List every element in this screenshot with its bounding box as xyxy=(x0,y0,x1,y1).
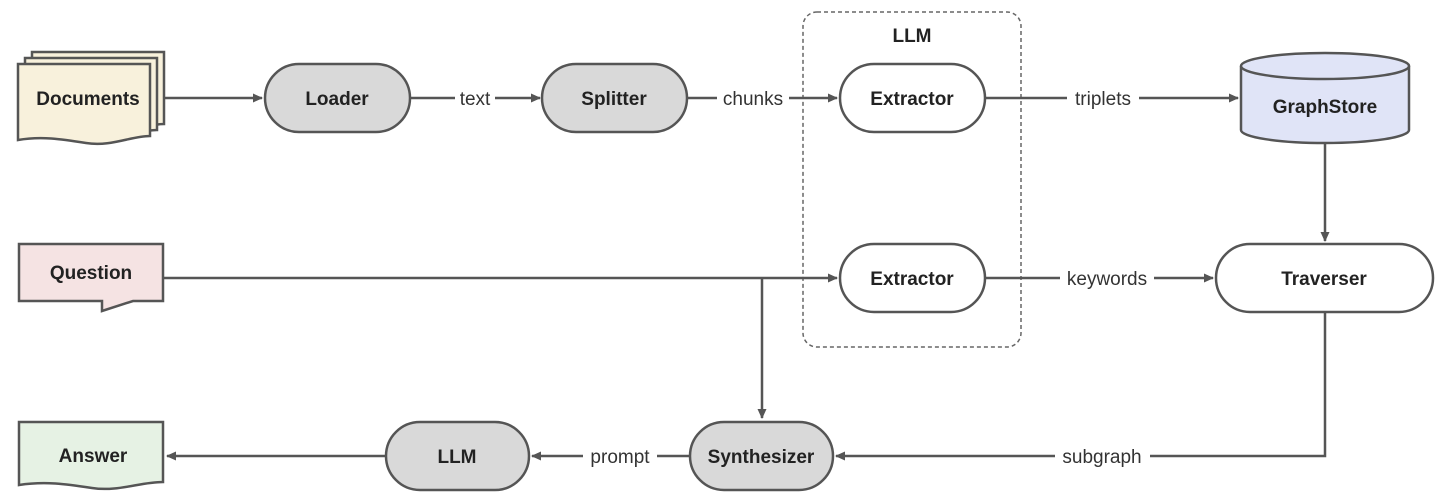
loader-node: Loader xyxy=(263,62,412,134)
graphstore-label: GraphStore xyxy=(1273,97,1378,118)
edge-traverser-synthesizer xyxy=(835,313,1327,461)
question-node: Question xyxy=(17,242,165,313)
extractor-bottom-node: Extractor xyxy=(838,242,987,314)
llm-label: LLM xyxy=(437,447,476,468)
edge-label-chunks: chunks xyxy=(723,89,783,110)
edge-label-keywords: keywords xyxy=(1067,269,1147,290)
splitter-label: Splitter xyxy=(581,89,647,110)
splitter-node: Splitter xyxy=(540,62,689,134)
answer-label: Answer xyxy=(59,446,128,467)
traverser-node: Traverser xyxy=(1214,242,1435,314)
edge-label-triplets: triplets xyxy=(1075,89,1131,110)
llm-node: LLM xyxy=(384,420,531,492)
question-label: Question xyxy=(50,263,132,284)
llm-group-label: LLM xyxy=(892,26,931,47)
extractor-top-node: Extractor xyxy=(838,62,987,134)
graphstore-node: GraphStore xyxy=(1239,51,1411,145)
extractor-top-label: Extractor xyxy=(870,89,954,110)
edge-label-subgraph: subgraph xyxy=(1062,447,1141,468)
synthesizer-label: Synthesizer xyxy=(708,447,815,468)
extractor-bottom-label: Extractor xyxy=(870,269,954,290)
documents-node: Documents xyxy=(16,50,166,146)
edge-label-prompt: prompt xyxy=(590,447,650,468)
traverser-label: Traverser xyxy=(1281,269,1367,290)
loader-label: Loader xyxy=(305,89,369,110)
documents-label: Documents xyxy=(36,89,139,110)
edge-label-text: text xyxy=(460,89,491,110)
synthesizer-node: Synthesizer xyxy=(688,420,835,492)
answer-node: Answer xyxy=(17,420,165,491)
llm-group-box xyxy=(802,11,1022,348)
